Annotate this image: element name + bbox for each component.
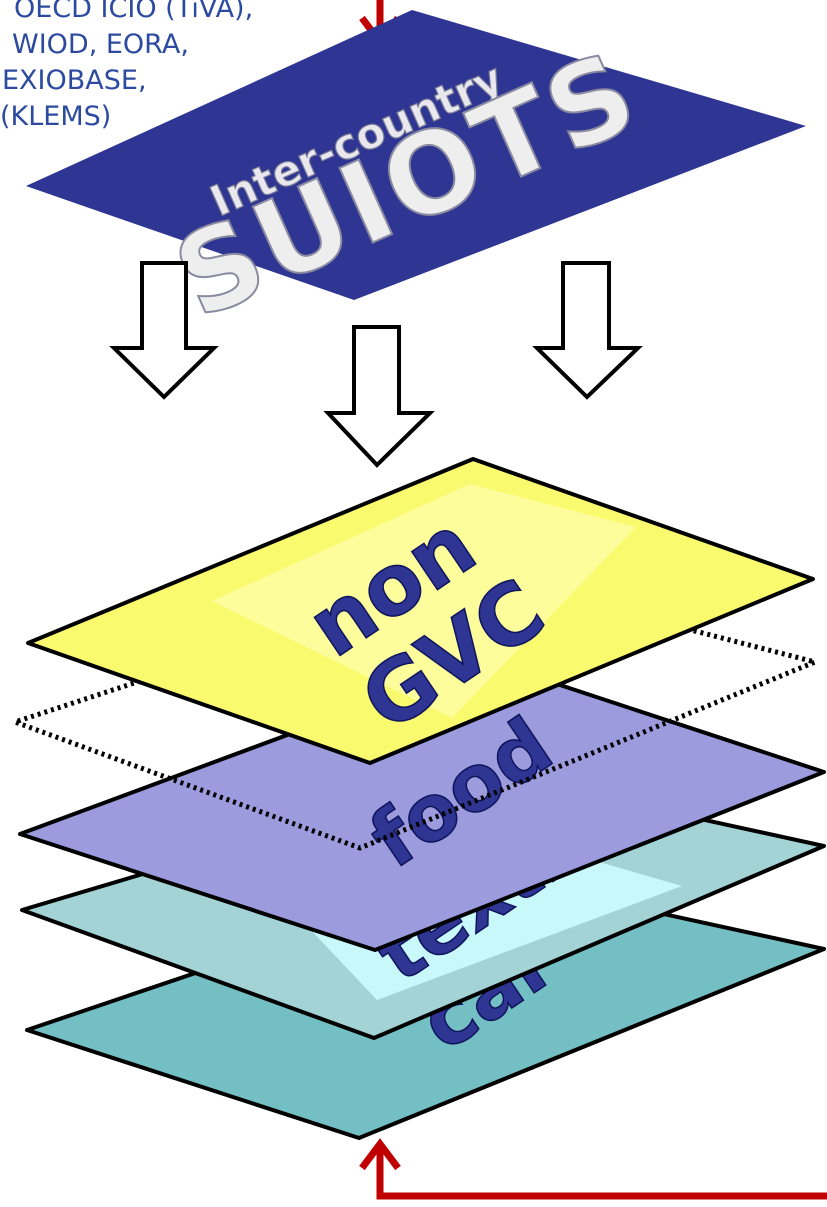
- hollow-down-arrow-right: [532, 261, 643, 400]
- layer-non-gvc: non GVC: [26, 457, 815, 765]
- data-sources-list: OECD ICIO (TiVA), WIOD, EORA, EXIOBASE, …: [0, 0, 253, 135]
- source-line: EXIOBASE,: [2, 65, 147, 96]
- layer-non-gvc-highlight: [212, 484, 636, 718]
- hollow-down-arrow-left: [109, 261, 219, 400]
- hollow-down-arrow-center: [323, 325, 435, 468]
- source-line: OECD ICIO (TiVA),: [14, 0, 254, 24]
- source-line: (KLEMS): [0, 101, 112, 132]
- layer-food: food: [18, 659, 826, 952]
- bottom-red-feedback-arrow: [359, 1138, 827, 1200]
- source-line: WIOD, EORA,: [12, 29, 189, 60]
- top-sheet-plane: [26, 10, 806, 300]
